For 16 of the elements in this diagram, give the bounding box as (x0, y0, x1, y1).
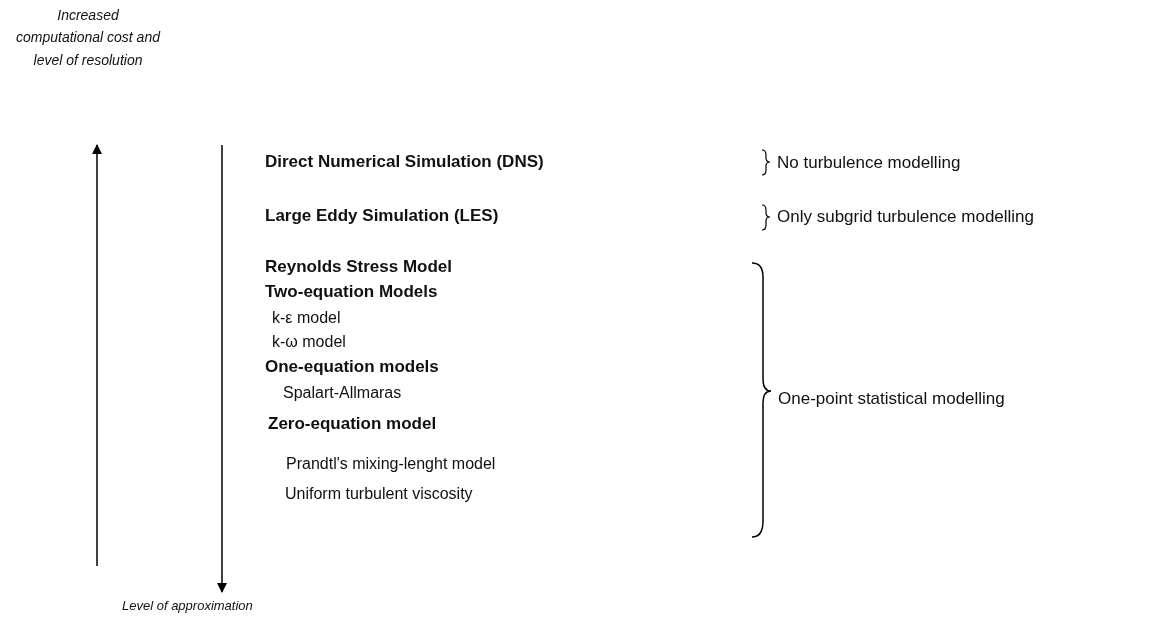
category-label: No turbulence modelling (777, 153, 961, 174)
method-heading: Large Eddy Simulation (LES) (265, 206, 499, 227)
method-heading: Two-equation Models (265, 282, 438, 303)
model-name: Spalart-Allmaras (283, 383, 402, 403)
method-heading: Reynolds Stress Model (265, 257, 453, 278)
category-label: Only subgrid turbulence modelling (777, 207, 1035, 228)
axis-label: Level of approximation (122, 598, 253, 614)
model-name: k-ω model (272, 332, 346, 352)
method-heading: One-equation models (265, 357, 439, 378)
model-name: Prandtl's mixing-lenght model (286, 454, 496, 474)
method-heading: Direct Numerical Simulation (DNS) (265, 152, 544, 173)
model-name: Uniform turbulent viscosity (285, 484, 473, 504)
model-name: k-ε model (272, 308, 341, 328)
method-heading: Zero-equation model (268, 414, 437, 435)
category-label: One-point statistical modelling (778, 389, 1005, 410)
axis-label: Increased computational cost and level of resolution (15, 6, 161, 70)
